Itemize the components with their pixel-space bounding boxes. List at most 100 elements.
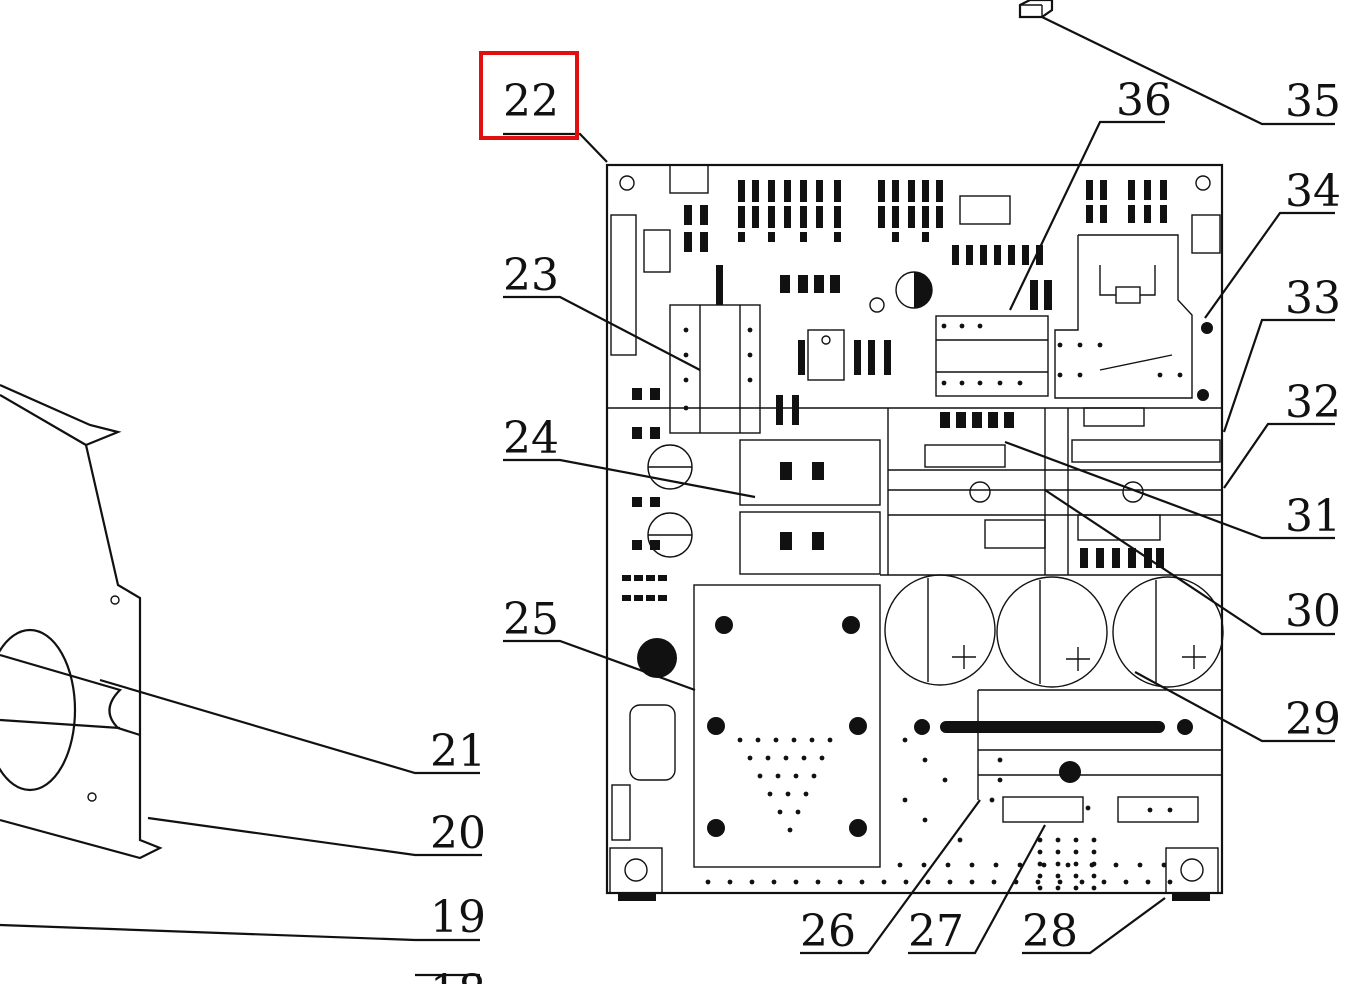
via-dot — [977, 323, 983, 329]
capacitors-29 — [884, 574, 1224, 688]
via-dot — [1055, 885, 1061, 891]
callout-22: 22 — [503, 76, 559, 127]
smd-part — [792, 395, 799, 425]
smd-part — [878, 206, 885, 228]
smd-part — [784, 206, 791, 228]
smd-part — [800, 206, 807, 228]
via-dot — [1085, 805, 1091, 811]
via-dot — [793, 773, 799, 779]
via-dot — [815, 879, 821, 885]
smd-part — [632, 540, 642, 550]
via-dot — [683, 327, 689, 333]
smd-part — [800, 180, 807, 202]
smd-part — [632, 497, 642, 507]
smd-part — [650, 427, 660, 439]
smd-part — [936, 206, 943, 228]
callout-20: 20 — [430, 808, 486, 859]
via-dot — [1037, 873, 1043, 879]
smd-part — [922, 206, 929, 228]
smd-part — [988, 412, 998, 428]
smd-part — [738, 232, 745, 242]
via-dot — [959, 380, 965, 386]
via-dot — [959, 323, 965, 329]
via-dot — [793, 879, 799, 885]
via-dot — [783, 755, 789, 761]
via-dot — [827, 737, 833, 743]
smd-part — [1128, 180, 1135, 200]
smd-part — [834, 206, 841, 228]
smd-part — [632, 388, 642, 400]
smd-part — [814, 275, 824, 293]
smd-part — [1096, 548, 1104, 568]
smd-part — [1086, 180, 1093, 200]
smd-part — [634, 575, 643, 581]
callout-19: 19 — [430, 892, 486, 943]
smd-part — [798, 275, 808, 293]
callout-26: 26 — [800, 906, 856, 957]
via-dot — [947, 879, 953, 885]
via-dot — [1091, 837, 1097, 843]
smd-part — [752, 206, 759, 228]
callout-23: 23 — [503, 250, 559, 301]
smd-part — [700, 232, 708, 252]
smd-part — [972, 412, 982, 428]
via-dot — [809, 737, 815, 743]
smd-part — [738, 206, 745, 228]
via-dot — [803, 791, 809, 797]
smd-part — [798, 340, 805, 375]
via-dot — [1167, 807, 1173, 813]
smd-part — [632, 427, 642, 439]
via-dot — [819, 755, 825, 761]
smd-part — [622, 595, 631, 601]
via-dots — [683, 323, 1183, 891]
via-dot — [902, 737, 908, 743]
via-dot — [941, 380, 947, 386]
via-dot — [1145, 879, 1151, 885]
via-dot — [1123, 879, 1129, 885]
via-dot — [1091, 849, 1097, 855]
smd-part — [1022, 245, 1029, 265]
smd-part — [854, 340, 861, 375]
smd-part — [834, 232, 841, 242]
callout-27: 27 — [908, 906, 964, 957]
smd-part — [1128, 205, 1135, 223]
via-dot — [1055, 861, 1061, 867]
via-dot — [942, 777, 948, 783]
via-dot — [1055, 837, 1061, 843]
smd-part — [1036, 245, 1043, 265]
via-dot — [757, 773, 763, 779]
via-dot — [801, 755, 807, 761]
via-dot — [997, 777, 1003, 783]
via-dot — [859, 879, 865, 885]
smd-part — [780, 275, 790, 293]
via-dot — [941, 323, 947, 329]
smd-part — [1004, 412, 1014, 428]
smd-part — [1160, 180, 1167, 200]
via-dot — [1073, 849, 1079, 855]
smd-part — [816, 206, 823, 228]
via-dot — [1057, 879, 1063, 885]
via-dot — [1037, 849, 1043, 855]
smd-part — [1144, 205, 1151, 223]
via-dot — [997, 757, 1003, 763]
via-dot — [1101, 879, 1107, 885]
callout-30: 30 — [1285, 586, 1341, 637]
via-dot — [787, 827, 793, 833]
smd-part — [1030, 280, 1038, 310]
smd-part — [752, 180, 759, 202]
smd-part — [776, 395, 783, 425]
via-dot — [1091, 885, 1097, 891]
callout-24: 24 — [503, 413, 559, 464]
smd-part — [892, 206, 899, 228]
smd-part — [980, 245, 987, 265]
via-dot — [921, 862, 927, 868]
highlight-box-22 — [479, 51, 579, 140]
smd-part — [646, 575, 655, 581]
smd-part — [908, 206, 915, 228]
leader-lines — [0, 16, 1335, 977]
smd-part — [940, 412, 950, 428]
via-dot — [1073, 885, 1079, 891]
smd-part — [956, 412, 966, 428]
smd-part — [700, 205, 708, 225]
callout-31: 31 — [1285, 491, 1341, 542]
